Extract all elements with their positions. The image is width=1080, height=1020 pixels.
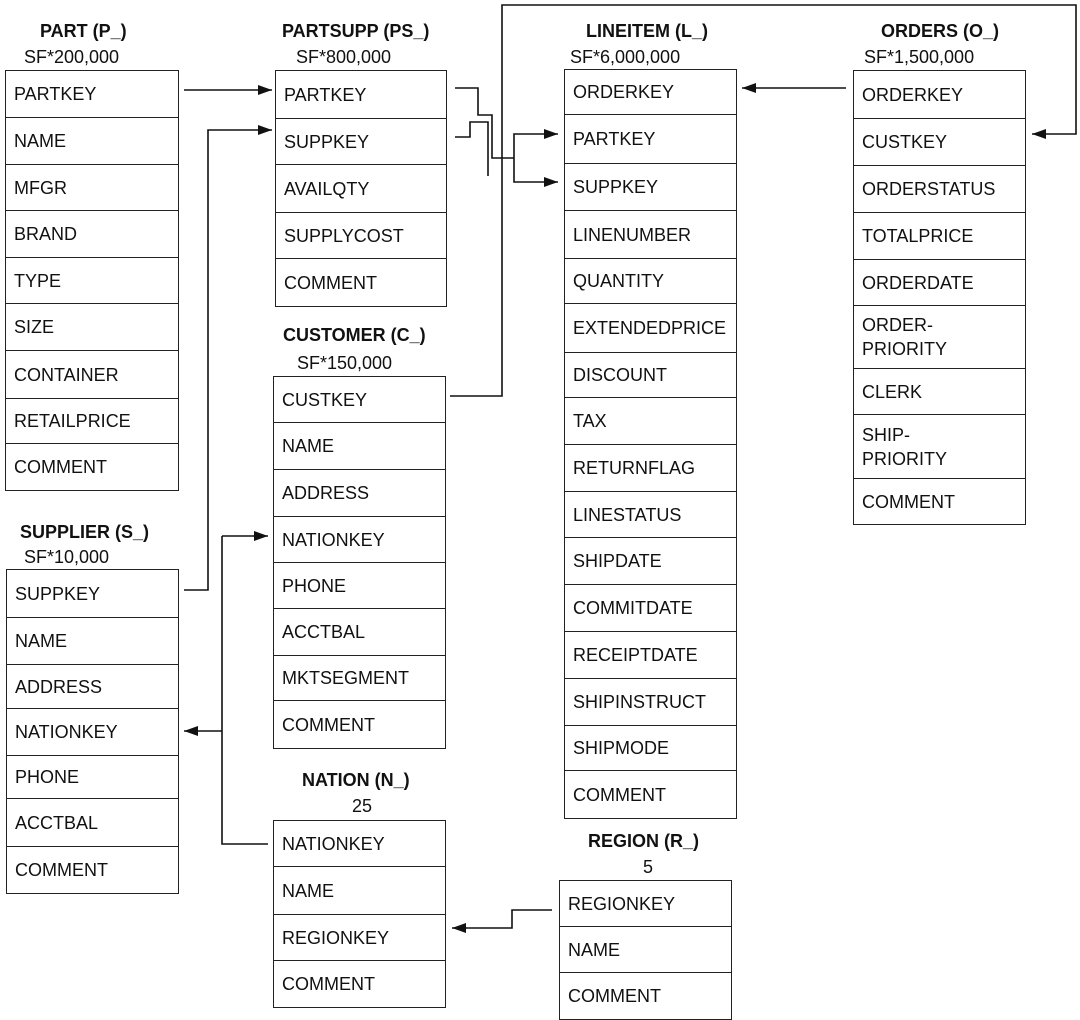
partsupp-column-availqty: AVAILQTY	[276, 165, 446, 213]
link-partsupp-lineitem-b	[455, 121, 489, 176]
link-region-nation	[452, 909, 552, 933]
nation-title: NATION (N_)	[302, 770, 410, 790]
link-partsupp-lineitem-a	[455, 87, 514, 159]
lineitem-column-quantity: QUANTITY	[565, 259, 736, 304]
nation-column-regionkey: REGIONKEY	[274, 915, 445, 961]
orders-column-orderkey: ORDERKEY	[854, 71, 1025, 119]
partsupp-column-partkey: PARTKEY	[276, 71, 446, 119]
orders-column-custkey: CUSTKEY	[854, 119, 1025, 166]
nation-column-name: NAME	[274, 867, 445, 915]
lineitem-column-receiptdate: RECEIPTDATE	[565, 632, 736, 679]
part-column-retailprice: RETAILPRICE	[6, 399, 178, 444]
orders-column-orderstatus: ORDERSTATUS	[854, 166, 1025, 213]
lineitem-column-linenumber: LINENUMBER	[565, 211, 736, 259]
customer-column-acctbal: ACCTBAL	[274, 609, 445, 656]
region-title: REGION (R_)	[588, 831, 700, 851]
orders-column-totalprice: TOTALPRICE	[854, 213, 1025, 260]
supplier-column-name: NAME	[7, 618, 178, 665]
link-customer-orders	[450, 4, 1077, 397]
supplier-title: SUPPLIER (S_)	[20, 522, 150, 542]
customer-column-name: NAME	[274, 423, 445, 470]
link-to-lineitem-partkey	[513, 129, 558, 158]
orders-column-orderdate: ORDERDATE	[854, 260, 1025, 306]
lineitem-column-shipmode: SHIPMODE	[565, 726, 736, 771]
customer-title: CUSTOMER (C_)	[283, 325, 426, 345]
lineitem-column-discount: DISCOUNT	[565, 353, 736, 398]
customer-column-comment: COMMENT	[282, 714, 375, 735]
link-supplier-partsupp	[184, 125, 272, 591]
lineitem-column-returnflag: RETURNFLAG	[565, 445, 736, 492]
lineitem-column-partkey: PARTKEY	[565, 115, 736, 164]
supplier-column-phone: PHONE	[7, 756, 178, 799]
orders-title: ORDERS (O_)	[881, 21, 1000, 41]
nation-cardinality: 25	[352, 796, 373, 816]
partsupp-column-suppkey: SUPPKEY	[276, 119, 446, 165]
part-column-container: CONTAINER	[6, 351, 178, 399]
customer-column-custkey: CUSTKEY	[274, 377, 445, 423]
supplier-column-nationkey: NATIONKEY	[7, 709, 178, 756]
orders-column-orderpriority: ORDER- PRIORITY	[854, 306, 1025, 369]
supplier-column-address: ADDRESS	[7, 665, 178, 709]
nation-column-nationkey: NATIONKEY	[274, 821, 445, 867]
customer-column-mktsegment: MKTSEGMENT	[274, 656, 445, 701]
lineitem-column-comment: COMMENT	[573, 784, 666, 805]
orders-column-shippriority: SHIP- PRIORITY	[854, 415, 1025, 479]
lineitem-column-commitdate: COMMITDATE	[565, 585, 736, 632]
lineitem-column-tax: TAX	[565, 398, 736, 445]
part-column-name: NAME	[6, 118, 178, 165]
supplier-column-suppkey: SUPPKEY	[7, 570, 178, 618]
partsupp-cardinality: SF*800,000	[296, 47, 392, 67]
customer-column-phone: PHONE	[274, 563, 445, 609]
orders-column-clerk: CLERK	[854, 369, 1025, 415]
customer-cardinality: SF*150,000	[297, 353, 393, 373]
lineitem-cardinality: SF*6,000,000	[570, 47, 681, 67]
part-column-brand: BRAND	[6, 211, 178, 258]
link-to-lineitem-suppkey	[513, 158, 558, 187]
part-column-comment: COMMENT	[14, 457, 107, 477]
supplier-column-acctbal: ACCTBAL	[7, 799, 178, 847]
orders-column-comment: COMMENT	[862, 491, 955, 512]
part-column-type: TYPE	[6, 258, 178, 304]
lineitem-column-suppkey: SUPPKEY	[565, 164, 736, 211]
part-cardinality: SF*200,000	[24, 47, 120, 67]
supplier-column-comment: COMMENT	[15, 860, 108, 880]
part-column-mfgr: MFGR	[6, 165, 178, 211]
part-column-partkey: PARTKEY	[6, 71, 178, 118]
part-column-size: SIZE	[6, 304, 178, 351]
partsupp-column-comment: COMMENT	[284, 272, 377, 293]
lineitem-column-shipinstruct: SHIPINSTRUCT	[565, 679, 736, 726]
region-column-regionkey: REGIONKEY	[560, 881, 731, 927]
part-title: PART (P_)	[40, 21, 127, 41]
nation-column-comment: COMMENT	[282, 974, 375, 994]
link-nation-nationkey	[221, 536, 268, 845]
lineitem-column-linestatus: LINESTATUS	[565, 492, 736, 538]
region-column-comment: COMMENT	[568, 986, 661, 1006]
region-column-name: NAME	[560, 927, 731, 973]
region-cardinality: 5	[643, 857, 654, 877]
lineitem-title: LINEITEM (L_)	[586, 21, 708, 41]
partsupp-column-supplycost: SUPPLYCOST	[276, 213, 446, 259]
orders-cardinality: SF*1,500,000	[864, 47, 975, 67]
customer-column-address: ADDRESS	[274, 470, 445, 517]
lineitem-column-orderkey: ORDERKEY	[565, 70, 736, 115]
lineitem-column-shipdate: SHIPDATE	[565, 538, 736, 585]
customer-column-nationkey: NATIONKEY	[274, 517, 445, 563]
lineitem-column-extendedprice: EXTENDEDPRICE	[565, 304, 736, 353]
partsupp-title: PARTSUPP (PS_)	[282, 21, 430, 41]
supplier-cardinality: SF*10,000	[24, 547, 110, 567]
